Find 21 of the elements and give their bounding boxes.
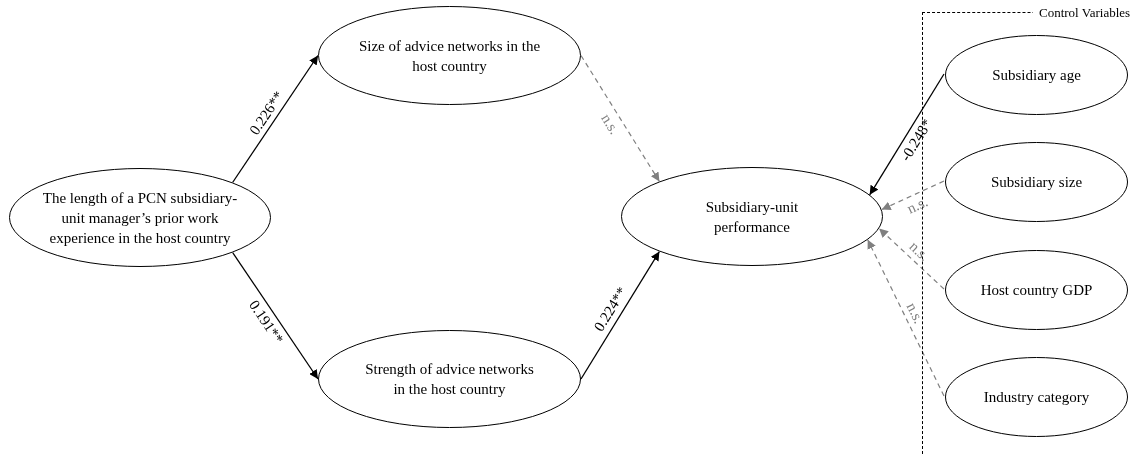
path-arrow — [881, 180, 945, 211]
group-heading: Control Variables — [1033, 5, 1136, 20]
path-arrow — [231, 54, 319, 184]
variable-label: Industry category — [982, 388, 1091, 407]
variable-label: Size of advice networks in the host country — [357, 36, 542, 76]
edge-label: n.s. — [904, 193, 931, 217]
edge-label: n.s. — [598, 111, 624, 138]
path-arrow — [231, 251, 319, 380]
path-arrow — [867, 239, 945, 397]
edge-label: n.s. — [905, 237, 933, 264]
variable-label: Subsidiary age — [991, 66, 1082, 85]
path-arrow — [580, 250, 661, 380]
edge-label: n.s. — [903, 300, 928, 326]
variable-label: The length of a PCN subsidiary-unit manager’s prior work experience in the host country — [41, 188, 239, 248]
path-arrow — [878, 227, 945, 290]
variable-label: Strength of advice networks in the host country — [364, 360, 535, 399]
variable-label: Subsidiary size — [989, 173, 1084, 192]
variable-label: Subsidiary-unit performance — [704, 197, 800, 237]
path-arrow — [580, 54, 660, 183]
path-arrow — [869, 73, 945, 196]
variable-label: Host country GDP — [979, 281, 1094, 300]
